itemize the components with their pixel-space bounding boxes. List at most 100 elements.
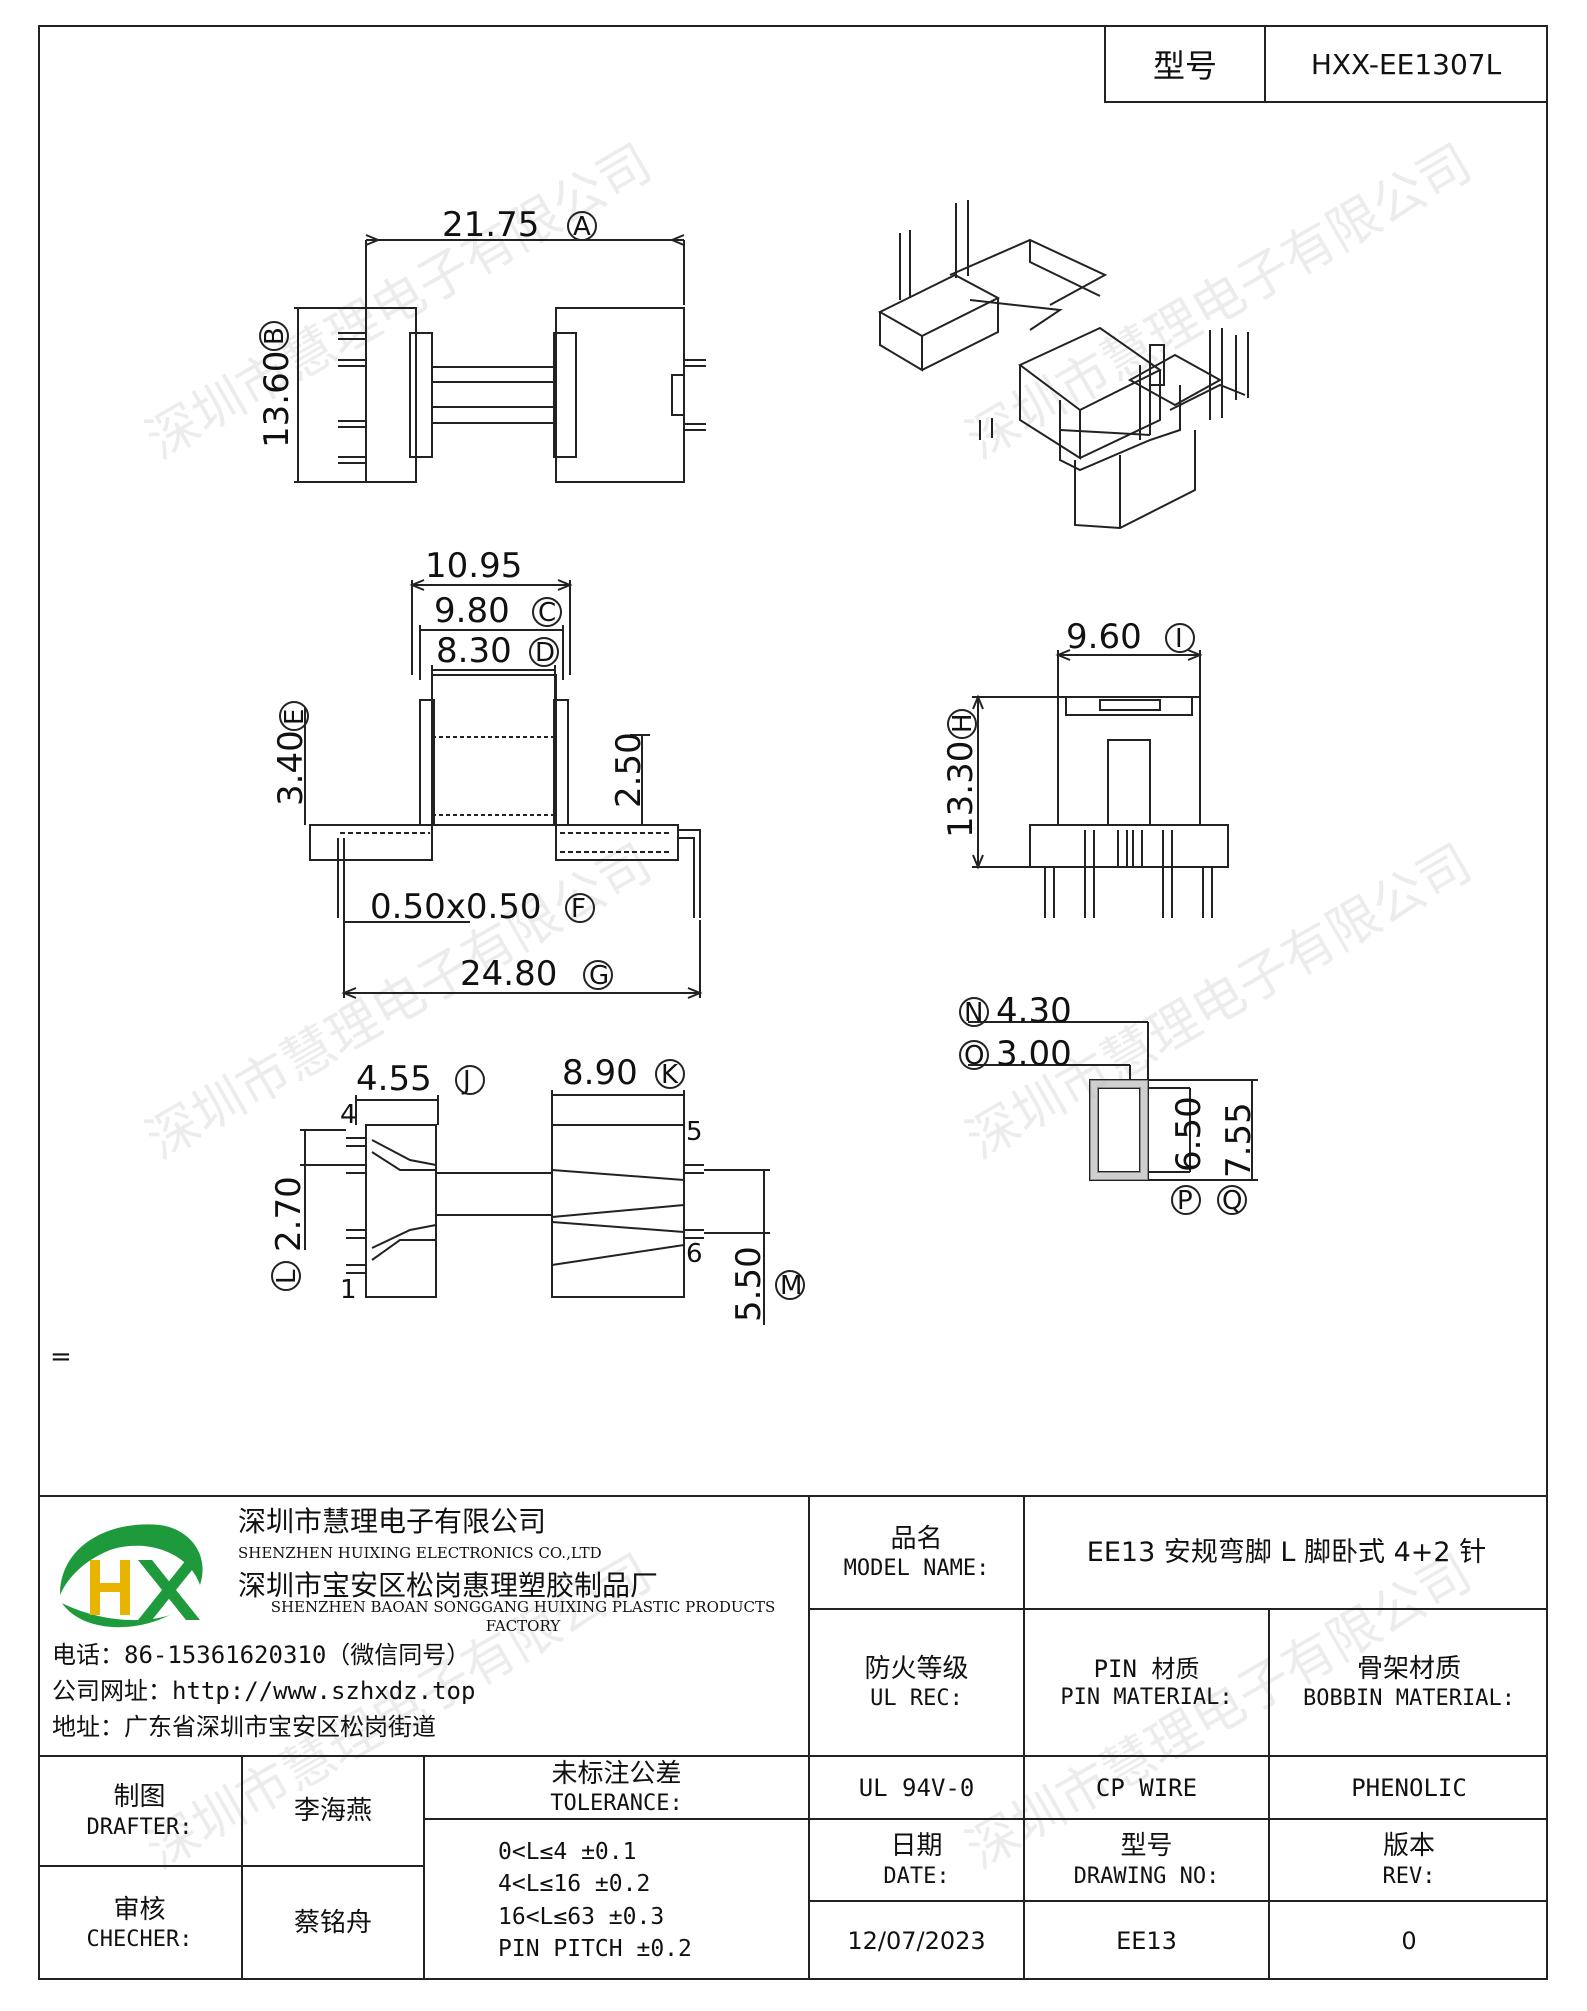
checker-label: 审核 CHECHER:	[38, 1867, 241, 1980]
model-name-label-cn: 品名	[890, 1523, 943, 1554]
side-view: 10.95 9.80 C 8.30 D 3.40 E 2.50 0.50x0.5…	[271, 546, 703, 999]
circle-label-n: N	[964, 998, 983, 1028]
circle-label-j: J	[461, 1066, 471, 1096]
circle-label-a: A	[573, 212, 591, 242]
model-name-value: EE13 安规弯脚 L 脚卧式 4+2 针	[1086, 1536, 1487, 1568]
bobbin-material-value: PHENOLIC	[1351, 1773, 1467, 1802]
dim-g-value: 24.80	[460, 954, 557, 994]
pin-number-6: 6	[686, 1239, 703, 1269]
pin-material-label: PIN 材质 PIN MATERIAL:	[1025, 1610, 1268, 1755]
circle-label-l: L	[272, 1269, 302, 1284]
pin-number-1: 1	[340, 1275, 357, 1305]
title-block: 深圳市慧理电子有限公司 SHENZHEN HUIXING ELECTRONICS…	[38, 1495, 1548, 1980]
ul-value: UL 94V-0	[858, 1773, 975, 1802]
company-phone: 电话：86-15361620310（微信同号）	[52, 1641, 471, 1669]
bobbin-material-label: 骨架材质 BOBBIN MATERIAL:	[1270, 1610, 1548, 1755]
tolerance-line: 0<L≤4 ±0.1	[498, 1839, 637, 1866]
pin-number-5: 5	[686, 1117, 703, 1147]
dim-k-value: 8.90	[562, 1053, 638, 1093]
checker-value: 蔡铭舟	[293, 1908, 372, 1939]
bobbin-material-label-cn: 骨架材质	[1356, 1653, 1461, 1684]
model-header-label: 型号	[1106, 27, 1266, 101]
date-label: 日期 DATE:	[810, 1820, 1023, 1900]
drafter-value: 李海燕	[293, 1795, 372, 1826]
drawing-no-label: 型号 DRAWING NO:	[1025, 1820, 1268, 1900]
circle-label-i: I	[1175, 624, 1183, 654]
dim-b-value: 13.60	[257, 351, 297, 448]
isometric-view	[877, 200, 1249, 530]
drafter-label-en: DRAFTER:	[86, 1814, 193, 1840]
model-header-box: 型号 HXX-EE1307L	[1104, 25, 1548, 103]
drawing-no-value: EE13	[1116, 1927, 1177, 1955]
checker-label-en: CHECHER:	[86, 1927, 193, 1952]
watermark-text: 深圳市慧理电子有限公司	[957, 133, 1482, 471]
company-address: 地址：广东省深圳市宝安区松岗街道	[52, 1713, 436, 1741]
date-label-cn: 日期	[890, 1831, 943, 1861]
rev-label-en: REV:	[1382, 1863, 1436, 1889]
checker-label-cn: 审核	[113, 1894, 166, 1925]
circle-label-d: D	[535, 638, 555, 668]
dim-p-value: 6.50	[1169, 1096, 1209, 1172]
dim-j-value: 4.55	[356, 1059, 432, 1099]
company-name-en: SHENZHEN HUIXING ELECTRONICS CO.,LTD	[238, 1543, 602, 1562]
pin-number-4: 4	[340, 1100, 357, 1130]
tolerance-label: 未标注公差 TOLERANCE:	[425, 1757, 808, 1818]
tolerance-line: 4<L≤16 ±0.2	[498, 1871, 651, 1898]
model-header-value: HXX-EE1307L	[1310, 47, 1502, 81]
factory-name-en: SHENZHEN BAOAN SONGGANG HUIXING PLASTIC …	[270, 1598, 776, 1635]
company-logo	[60, 1524, 203, 1628]
watermark-text: 深圳市慧理电子有限公司	[137, 133, 662, 471]
tolerance-list: 0<L≤4 ±0.1 4<L≤16 ±0.2 16<L≤63 ±0.3 PIN …	[498, 1823, 798, 1978]
pin-material-label-cn: PIN 材质	[1093, 1654, 1200, 1683]
circle-label-p: P	[1177, 1186, 1193, 1216]
stray-mark: =	[50, 1342, 72, 1372]
pin-material-value: CP WIRE	[1095, 1773, 1198, 1802]
drawing-no-label-en: DRAWING NO:	[1073, 1863, 1220, 1889]
circle-label-q: Q	[1222, 1186, 1242, 1216]
dim-c-value: 9.80	[434, 591, 510, 631]
dim-d-value: 8.30	[436, 631, 512, 671]
dim-i-value: 9.60	[1066, 617, 1142, 657]
rev-value: 0	[1401, 1927, 1417, 1955]
date-value: 12/07/2023	[847, 1927, 986, 1955]
circle-label-e: E	[280, 709, 310, 725]
front-view: 9.60 I 13.30 H	[941, 617, 1229, 918]
drawing-sheet-border	[38, 25, 1548, 1980]
dim-a-value: 21.75	[442, 205, 539, 245]
pin-material-label-en: PIN MATERIAL:	[1060, 1684, 1233, 1710]
tolerance-line: 16<L≤63 ±0.3	[498, 1903, 665, 1930]
rev-label-cn: 版本	[1382, 1831, 1435, 1861]
bottom-view: 4.55 J 8.90 K 2.70 L 5.50 M 4 1 5 6	[269, 1053, 805, 1325]
drafter-label-cn: 制图	[113, 1782, 166, 1812]
circle-label-c: C	[538, 598, 556, 628]
circle-label-g: G	[589, 961, 609, 991]
tolerance-line: PIN PITCH ±0.2	[498, 1935, 692, 1962]
ul-label-en: UL REC:	[870, 1686, 963, 1711]
circle-label-f: F	[571, 894, 586, 924]
bobbin-material-label-en: BOBBIN MATERIAL:	[1303, 1686, 1515, 1711]
factory-name-cn: 深圳市宝安区松岗惠理塑胶制品厂	[238, 1568, 659, 1602]
model-name-label-en: MODEL NAME:	[843, 1556, 990, 1581]
model-name-label: 品名 MODEL NAME:	[810, 1497, 1023, 1608]
dim-m-value: 5.50	[729, 1246, 769, 1322]
drawing-no-label-cn: 型号	[1120, 1831, 1173, 1861]
top-view: 21.75 A 13.60 B	[257, 205, 706, 483]
circle-label-h: H	[948, 713, 978, 733]
dim-o-value: 3.00	[996, 1034, 1072, 1074]
company-website[interactable]: 公司网址：http://www.szhxdz.top	[52, 1677, 476, 1705]
dim-e-value: 3.40	[271, 730, 311, 806]
dim-top-width-value: 10.95	[425, 546, 522, 586]
ul-label-cn: 防火等级	[864, 1653, 969, 1684]
dim-f-value: 0.50x0.50	[370, 887, 542, 927]
dim-l-value: 2.70	[269, 1176, 309, 1252]
circle-label-o: O	[964, 1041, 984, 1071]
circle-label-m: M	[780, 1271, 802, 1301]
drafter-label: 制图 DRAFTER:	[38, 1757, 241, 1865]
rev-label: 版本 REV:	[1270, 1820, 1548, 1900]
dim-pin-h-value: 2.50	[609, 732, 649, 808]
ul-label: 防火等级 UL REC:	[810, 1610, 1023, 1755]
dim-n-value: 4.30	[996, 991, 1072, 1031]
dim-h-value: 13.30	[941, 741, 981, 838]
circle-label-b: B	[260, 327, 290, 345]
